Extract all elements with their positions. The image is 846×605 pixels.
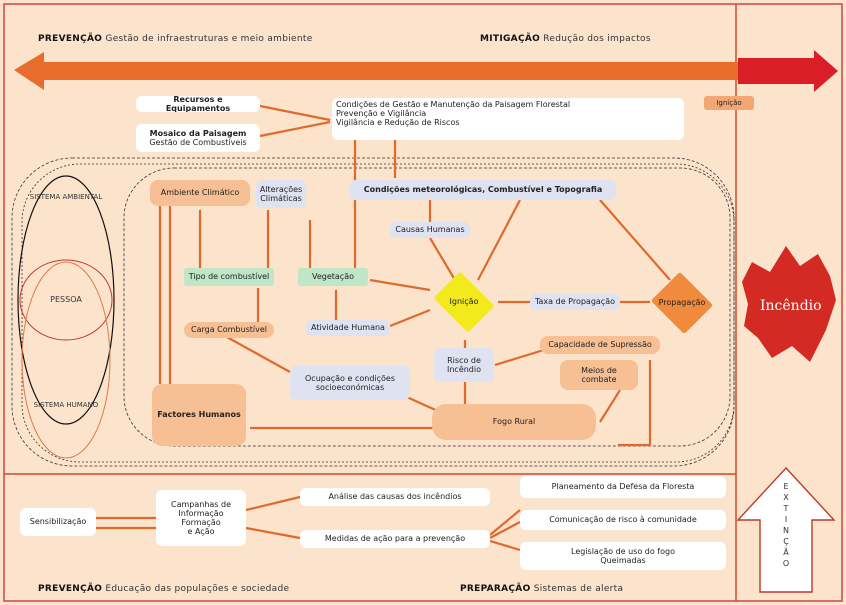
node-fire-risk: Risco de Incêndio (434, 348, 494, 382)
node-propagation: Propagação (658, 298, 706, 308)
node-prevention-measures: Medidas de ação para a prevenção (300, 530, 490, 548)
node-campaigns: Campanhas de Informação Formação e Ação (156, 490, 246, 546)
node-human-factors: Factores Humanos (152, 384, 246, 446)
extinction-letter: O (782, 559, 790, 568)
node-socioeconomic: Ocupação e condições socioeconómicas (290, 366, 410, 400)
node-management-plan: Condições de Gestão e Manutenção da Pais… (332, 98, 684, 140)
extinction-letter: T (783, 504, 789, 513)
node-human-causes: Causas Humanas (390, 222, 470, 238)
node-vegetation: Vegetação (298, 268, 368, 286)
node-cause-analysis: Análise das causas dos incêndios (300, 488, 490, 506)
extinction-letter: E (783, 482, 789, 491)
node-spread-rate: Taxa de Propagação (530, 294, 620, 310)
node-rural-plan: Planeamento da Defesa da Floresta (520, 476, 726, 498)
node-plan-line1: Condições de Gestão e Manutenção da Pais… (336, 100, 571, 109)
bottom-left-banner: PREVENÇÃO Educação das populações e soci… (38, 584, 290, 594)
extinction-letter: Ã (783, 548, 789, 557)
fire-label: Incêndio (760, 298, 822, 314)
node-landscape-title: Mosaico da Paisagem (149, 128, 247, 138)
node-legislation-line2: Queimadas (600, 556, 646, 565)
node-human-activity: Atividade Humana (306, 320, 390, 336)
node-plan-line2: Prevenção e Vigilância (336, 109, 427, 119)
node-fuel-type: Tipo de combustível (184, 268, 274, 286)
escalation-arrow (738, 50, 838, 92)
oval-label-person: PESSOA (50, 295, 82, 304)
oval-label-environment: SISTEMA AMBIENTAL (29, 193, 103, 201)
node-community-risk: Comunicação de risco à comunidade (520, 510, 726, 530)
node-suppression: Capacidade de Supressão (540, 336, 660, 354)
timeline-arrow (14, 52, 738, 90)
top-right-banner: MITIGAÇÃO Redução dos impactos (480, 34, 651, 44)
node-conditions: Condições meteorológicas, Combustível e … (350, 180, 616, 200)
node-climate: Ambiente Climático (150, 180, 250, 206)
node-climate-change: Alterações Climáticas (256, 180, 306, 208)
fire-flame-icon (742, 246, 836, 362)
node-landscape: Mosaico da Paisagem Gestão de Combustíve… (136, 124, 260, 152)
extinction-letter: Ç (783, 537, 789, 546)
node-campaigns-line3: Formação (181, 518, 221, 527)
node-legislation-line1: Legislação de uso do fogo (571, 546, 675, 556)
node-resources: Recursos e Equipamentos (136, 96, 260, 112)
node-legislation: Legislação de uso do fogo Queimadas (520, 542, 726, 570)
node-campaigns-line4: e Ação (187, 527, 215, 537)
node-awareness: Sensibilização (20, 508, 96, 536)
node-landscape-sub: Gestão de Combustíveis (149, 138, 247, 147)
node-ignition: Ignição (449, 297, 479, 307)
node-campaigns-line2: Informação (178, 508, 224, 518)
ignition-badge: Ignição (704, 96, 754, 110)
node-fuel-load: Carga Combustível (184, 322, 274, 338)
extinction-arrow (736, 466, 836, 593)
extinction-letter: X (783, 493, 789, 502)
top-left-banner: PREVENÇÃO Gestão de infraestruturas e me… (38, 34, 313, 44)
node-plan-line3: Vigilância e Redução de Riscos (336, 118, 460, 128)
node-rural-fire: Fogo Rural (432, 404, 596, 440)
oval-label-human: SISTEMA HUMANO (33, 401, 99, 409)
node-campaigns-line1: Campanhas de (170, 499, 231, 509)
node-firefighting: Meios de combate (560, 360, 638, 390)
extinction-letter: N (783, 526, 789, 535)
bottom-right-banner: PREPARAÇÃO Sistemas de alerta (460, 584, 624, 594)
extinction-letter: I (784, 515, 788, 524)
